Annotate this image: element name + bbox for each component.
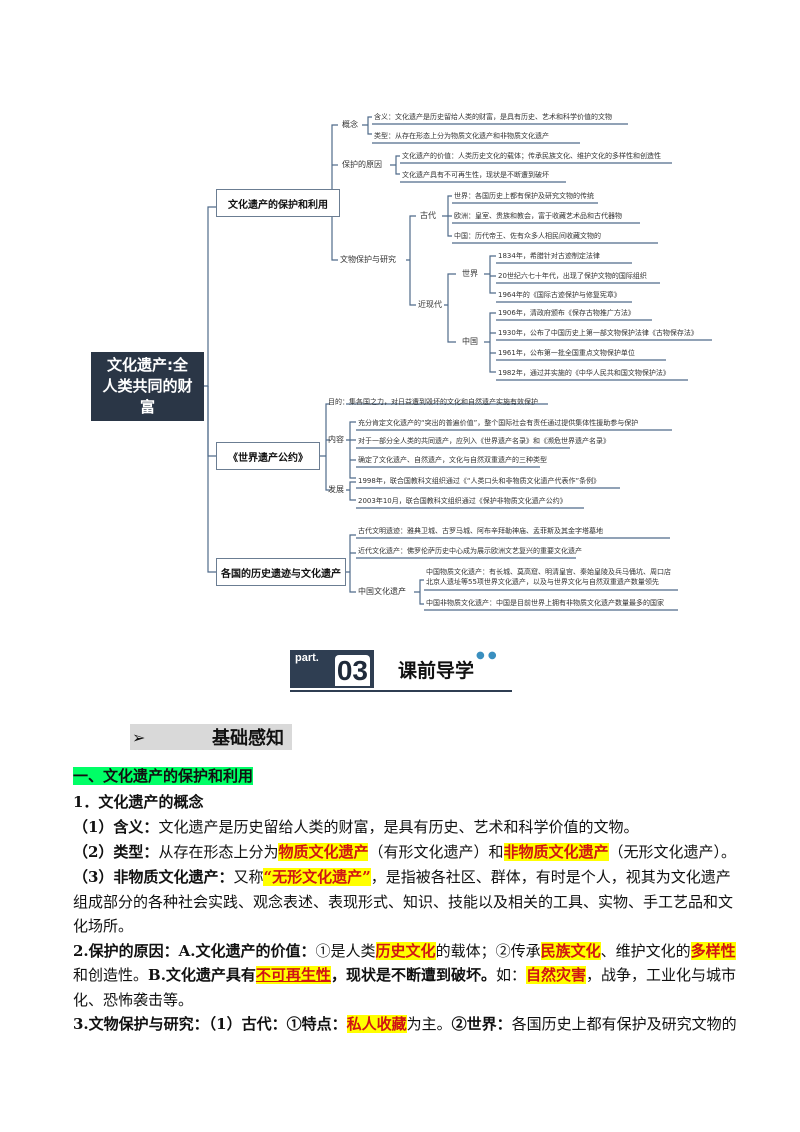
banner-decoration-icon: ● ●: [476, 650, 497, 661]
section-title: 基础感知: [212, 728, 284, 749]
mind-map-root: 文化遗产:全人类共同的财富: [91, 352, 204, 421]
node-item: 欧洲：皇室、贵族和教会，富于收藏艺术品和古代器物: [454, 212, 622, 220]
node-item: 中国：历代帝王、佐有众多人相民间收藏文物的: [454, 232, 601, 240]
node-item: 中国物质文化遗产：有长城、莫高窟、明清皇宫、秦始皇陵及兵马俑坑、周口店北京人遗址…: [426, 568, 671, 586]
line-1: 1．文化遗产的概念: [73, 793, 204, 811]
node-item: 中国非物质文化遗产：中国是目前世界上拥有非物质文化遗产数量最多的国家: [426, 599, 664, 607]
node-purpose: 目的：集各国之力，对日益遭到毁坏的文化和自然遗产实施有效保护: [328, 398, 538, 406]
line-7: 2.保护的原因：A.文化遗产的价值：①是人类历史文化的载体；②传承民族文化、维护…: [73, 942, 736, 960]
part-banner: part. 03 课前导学 ● ●: [290, 650, 512, 692]
banner-part-number: 03: [334, 655, 370, 686]
node-item: 1930年，公布了中国历史上第一部文物保护法律《古物保存法》: [498, 329, 698, 337]
line-6: 化场所。: [73, 917, 134, 935]
node-item: 充分肯定文化遗产的“突出的普遍价值”，整个国际社会有责任通过提供集体性援助参与保…: [358, 419, 639, 427]
node-item: 文化遗产的价值：人类历史文化的载体；传承民族文化、维护文化的多样性和创造性: [402, 152, 661, 160]
node-modern: 近现代: [418, 300, 442, 309]
line-9: 化、恐怖袭击等。: [73, 991, 194, 1009]
mind-map-connectors: [204, 116, 712, 611]
node-item: 文化遗产具有不可再生性，现状是不断遭到破坏: [402, 171, 549, 179]
node-item: 世界：各国历史上都有保护及研究文物的传统: [454, 192, 594, 200]
node-modern-heritage: 近代文化遗产：佛罗伦萨历史中心成为展示欧洲文艺复兴的重要文化遗产: [358, 547, 582, 555]
node-content: 内容: [328, 435, 344, 444]
heading-1: 一、文化遗产的保护和利用: [73, 767, 254, 785]
node-china-heritage: 中国文化遗产: [358, 587, 406, 596]
node-item: 含义：文化遗产是历史留给人类的财富，是具有历史、艺术和科学价值的文物: [374, 113, 612, 121]
line-10: 3.文物保护与研究：（1）古代：①特点：私人收藏为主。②世界：各国历史上都有保护…: [73, 1015, 737, 1033]
node-item: 1834年，希腊针对古迹制定法律: [498, 252, 600, 260]
node-item: 2003年10月，联合国教科文组织通过《保护非物质文化遗产公约》: [358, 497, 567, 505]
arrow-icon: ➢: [132, 727, 146, 747]
branch-historic-sites: 各国的历史遗迹与文化遗产: [216, 558, 346, 586]
banner-part-label: part.: [295, 652, 319, 664]
node-china: 中国: [462, 337, 478, 346]
node-protection-reason: 保护的原因: [342, 160, 382, 169]
node-item: 20世纪六七十年代，出现了保护文物的国际组织: [498, 272, 647, 280]
node-ancient-relics: 古代文明遗迹：雅典卫城、古罗马城、阿布辛拜勒神庙、孟菲斯及其金字塔墓地: [358, 527, 603, 535]
node-item: 确定了文化遗产、自然遗产，文化与自然双重遗产的三种类型: [358, 456, 547, 464]
branch-world-heritage-convention: 《世界遗产公约》: [216, 442, 320, 470]
node-world: 世界: [462, 269, 478, 278]
node-item: 对于一部分全人类的共同遗产，应列入《世界遗产名录》和《濒危世界遗产名录》: [358, 437, 610, 445]
line-3: （2）类型：从存在形态上分为物质文化遗产（有形文化遗产）和非物质文化遗产（无形文…: [73, 843, 737, 861]
node-item: 1961年，公布第一批全国重点文物保护单位: [498, 349, 635, 357]
line-8: 和创造性。B.文化遗产具有不可再生性，现状是不断遭到破坏。如：自然灾害，战争，工…: [73, 966, 736, 984]
line-4: （3）非物质文化遗产：又称“无形文化遗产”，是指被各社区、群体，有时是个人，视其…: [73, 868, 731, 886]
line-5: 组成部分的各种社会实践、观念表述、表现形式、知识、技能以及相关的工具、实物、手工…: [73, 893, 734, 911]
line-2: （1）含义：文化遗产是历史留给人类的财富，是具有历史、艺术和科学价值的文物。: [73, 818, 639, 836]
node-item: 1998年，联合国教科文组织通过《“人类口头和非物质文化遗产代表作”条例》: [358, 477, 601, 485]
node-concept: 概念: [342, 120, 358, 129]
mind-map: 文化遗产:全人类共同的财富 文化遗产的保护和利用 《世界遗产公约》 各国的历史遗…: [91, 113, 712, 611]
node-item: 1964年的《国际古迹保护与修复宪章》: [498, 291, 621, 299]
branch-protection-use: 文化遗产的保护和利用: [216, 189, 340, 217]
node-ancient: 古代: [420, 211, 436, 220]
banner-badge: part. 03: [290, 650, 374, 688]
node-item: 1906年，清政府颁布《保存古物推广方法》: [498, 309, 635, 317]
banner-title: 课前导学: [398, 660, 475, 682]
node-relic-protection: 文物保护与研究: [340, 255, 396, 264]
node-item: 1982年，通过并实施的《中华人民共和国文物保护法》: [498, 369, 670, 377]
banner-underline: [290, 690, 512, 692]
section-header: ➢ 基础感知: [130, 724, 292, 750]
node-item: 类型：从存在形态上分为物质文化遗产和非物质文化遗产: [374, 132, 549, 140]
node-development: 发展: [328, 485, 344, 494]
